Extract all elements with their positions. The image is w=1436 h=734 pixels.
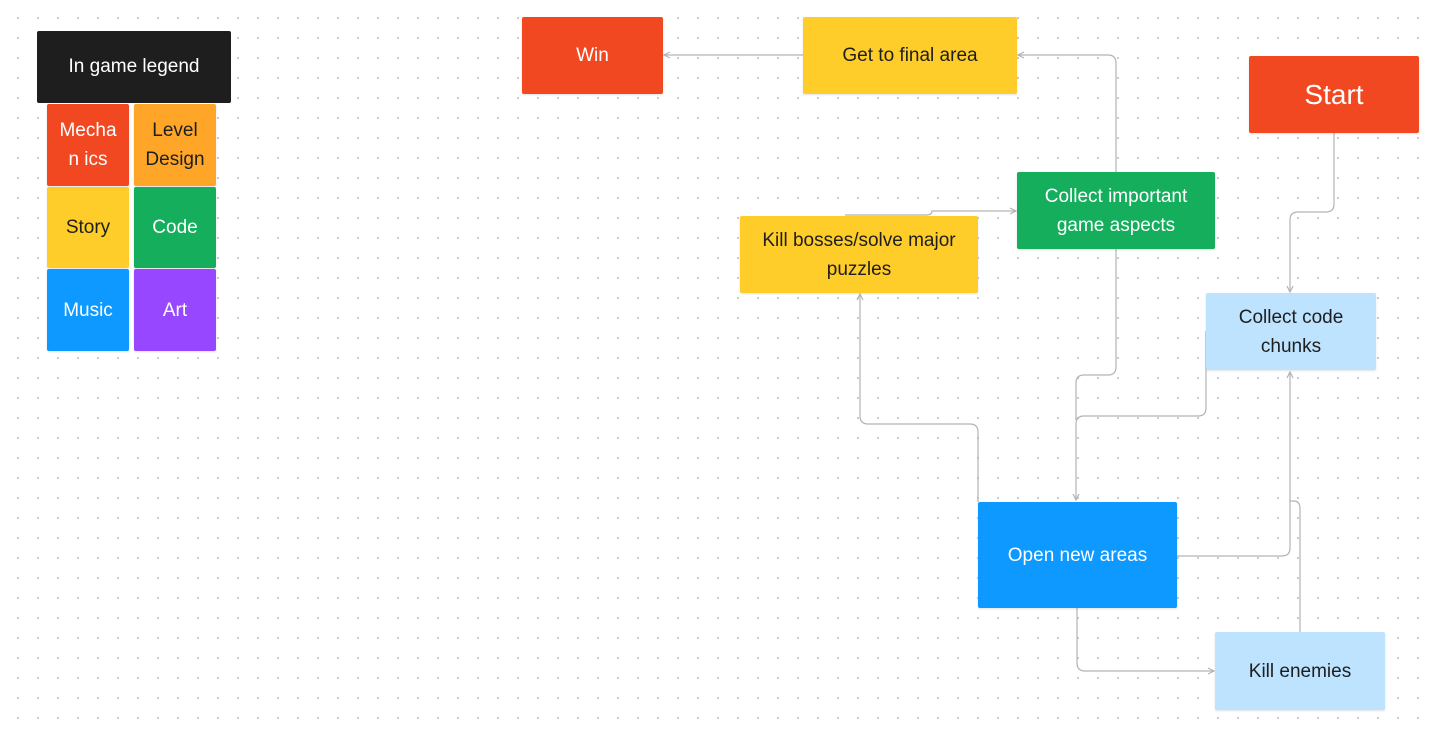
- node-kill-bosses-solve-major-puzzles[interactable]: Kill bosses/solve major puzzles: [740, 216, 978, 293]
- node-label: Open new areas: [1007, 544, 1148, 566]
- connector-open-areas-to-kill-bosses: [860, 294, 979, 502]
- node-win[interactable]: Win: [522, 17, 663, 94]
- legend-item-label: Story: [65, 217, 111, 238]
- legend-item-story[interactable]: Story: [47, 187, 129, 268]
- node-label: Start: [1304, 79, 1364, 110]
- node-label: Collect code chunks: [1238, 306, 1344, 357]
- legend-item-label: Music: [63, 299, 113, 321]
- node-open-new-areas[interactable]: Open new areas: [978, 502, 1177, 608]
- legend-item-label: Mechan ics: [59, 120, 117, 170]
- node-label: Collect important game aspects: [1044, 185, 1188, 236]
- connector-open-areas-to-kill-enemies: [1076, 608, 1214, 671]
- node-label: Get to final area: [842, 45, 978, 66]
- node-label: Kill enemies: [1248, 660, 1352, 682]
- legend-item-label: Level Design: [145, 120, 205, 170]
- legend-item-label: Code: [152, 217, 198, 238]
- legend-item-label: Art: [162, 299, 188, 321]
- connector-start-to-collect-code: [1290, 133, 1335, 292]
- connector-kill-bosses-to-collect-important: [845, 211, 1016, 216]
- connector-kill-enemies-to-collect-code: [1290, 500, 1301, 632]
- connector-collect-important-to-open-areas: [1075, 249, 1117, 420]
- node-label: Kill bosses/solve major puzzles: [762, 229, 956, 280]
- node-label: Win: [576, 45, 609, 66]
- legend-item-art[interactable]: Art: [134, 269, 216, 351]
- node-collect-important-game-aspects[interactable]: Collect important game aspects: [1017, 172, 1215, 249]
- legend-item-music[interactable]: Music: [47, 269, 129, 351]
- node-start[interactable]: Start: [1249, 56, 1419, 133]
- connector-collect-code-to-open-areas: [1076, 331, 1207, 500]
- node-get-to-final-area[interactable]: Get to final area: [803, 17, 1017, 94]
- connector-open-areas-to-collect-code: [1177, 372, 1290, 557]
- legend-item-code[interactable]: Code: [134, 187, 216, 268]
- legend-item-mechanics[interactable]: Mechan ics: [47, 104, 129, 186]
- legend-item-level-design[interactable]: Level Design: [134, 104, 216, 186]
- node-kill-enemies[interactable]: Kill enemies: [1215, 632, 1385, 710]
- node-collect-code-chunks[interactable]: Collect code chunks: [1206, 293, 1376, 370]
- legend-title[interactable]: In game legend: [37, 31, 231, 103]
- connector-collect-important-to-final-area: [1018, 55, 1117, 172]
